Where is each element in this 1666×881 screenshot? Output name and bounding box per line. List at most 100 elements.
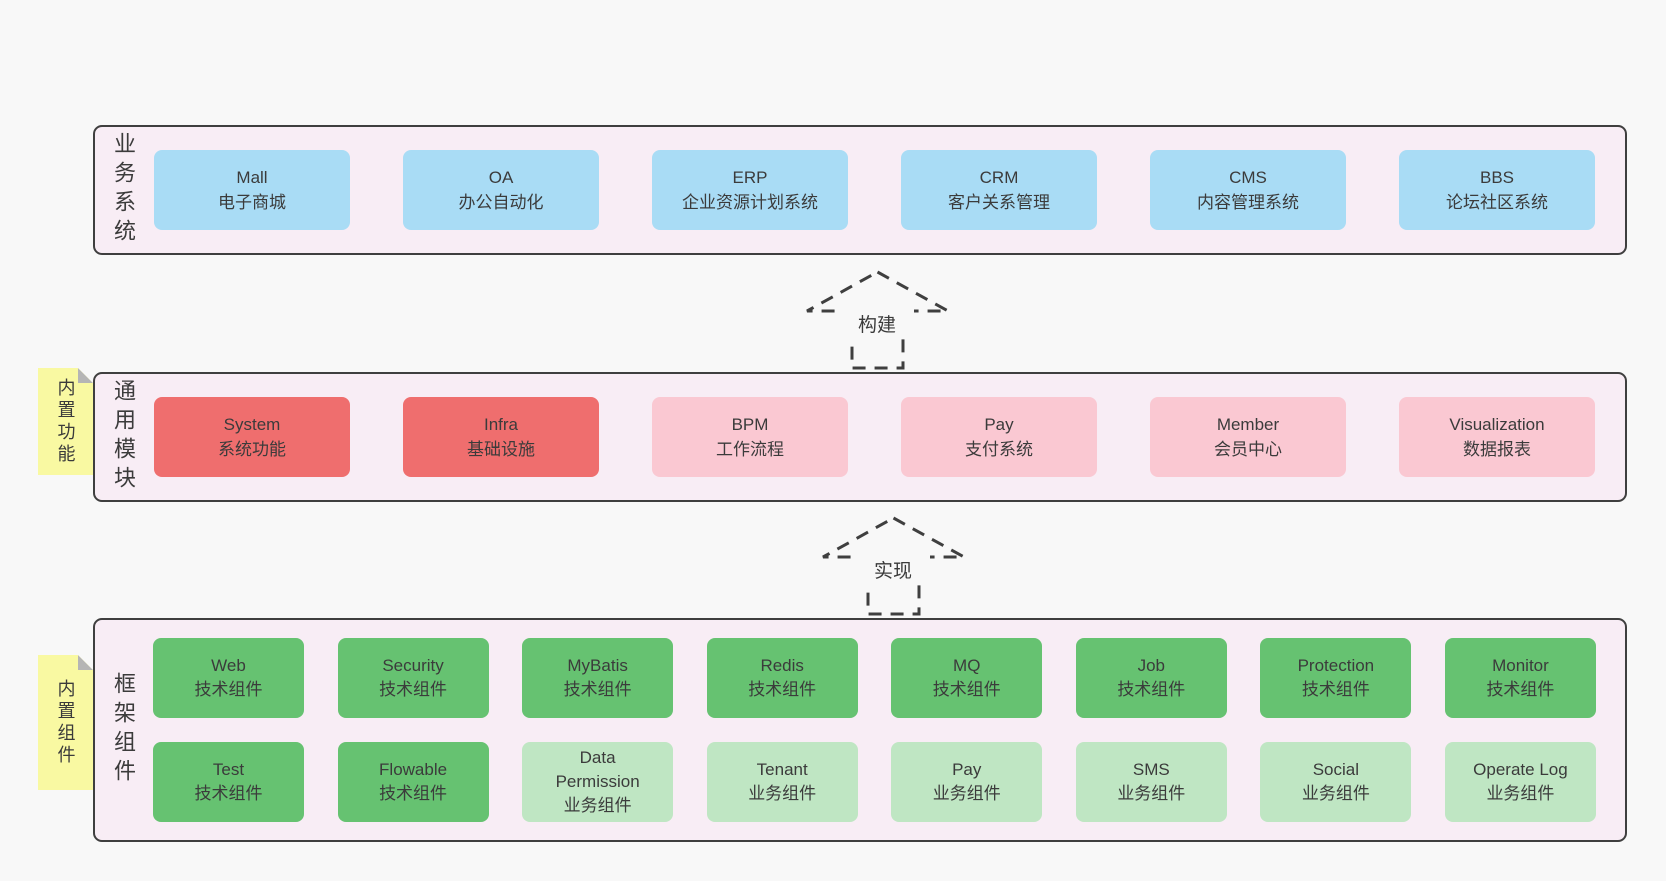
box-subtitle: 技术组件 [194, 680, 263, 699]
box-title: Visualization [1449, 415, 1545, 434]
box-title: Infra [483, 415, 519, 434]
sticky-label: 内置组件 [55, 678, 76, 767]
box-subtitle: 客户关系管理 [948, 193, 1050, 212]
band-label-text: 通用模块 [111, 379, 136, 495]
box-subtitle: 技术组件 [194, 784, 263, 803]
box-title: SMS [1132, 760, 1170, 779]
box-sms: SMS 业务组件 [1075, 742, 1227, 822]
box-title: BBS [1479, 168, 1515, 187]
box-subtitle: 数据报表 [1463, 440, 1531, 459]
box-subtitle: 系统功能 [218, 440, 286, 459]
box-title: Security [382, 656, 444, 675]
build-arrow-icon [800, 266, 955, 370]
box-subtitle: 业务组件 [563, 796, 632, 815]
sticky-note-builtin-features: 内置功能 [38, 368, 93, 475]
box-title: Tenant [756, 760, 808, 779]
box-subtitle: 内容管理系统 [1197, 193, 1299, 212]
box-subtitle: 业务组件 [748, 784, 817, 803]
box-subtitle: 技术组件 [379, 680, 448, 699]
box-subtitle: 技术组件 [1486, 680, 1555, 699]
box-subtitle: 办公自动化 [458, 193, 544, 212]
build-arrow-label: 构建 [840, 308, 914, 338]
box-subtitle: 技术组件 [748, 680, 817, 699]
box-title: Pay [984, 415, 1014, 434]
box-infra: Infra 基础设施 [403, 397, 599, 477]
box-subtitle: 业务组件 [1486, 784, 1555, 803]
box-title: Test [212, 760, 245, 779]
box-pay: Pay 支付系统 [901, 397, 1097, 477]
band-label-text: 框架组件 [111, 672, 136, 788]
box-subtitle: 支付系统 [965, 440, 1033, 459]
box-subtitle: 业务组件 [1301, 784, 1370, 803]
box-title: OA [488, 168, 514, 187]
box-security: Security 技术组件 [337, 638, 489, 718]
box-member: Member 会员中心 [1150, 397, 1346, 477]
box-subtitle: 工作流程 [716, 440, 784, 459]
band-label-business-systems: 业务系统 [95, 127, 151, 253]
box-protection: Protection 技术组件 [1260, 638, 1412, 718]
sticky-note-builtin-components: 内置组件 [38, 655, 93, 790]
box-title: BPM [731, 415, 769, 434]
box-title: Data Permission [555, 748, 640, 791]
box-mq: MQ 技术组件 [891, 638, 1043, 718]
box-tenant: Tenant 业务组件 [706, 742, 858, 822]
box-title: Flowable [379, 760, 448, 779]
box-title: Pay [952, 760, 982, 779]
box-bpm: BPM 工作流程 [652, 397, 848, 477]
box-subtitle: 业务组件 [1117, 784, 1186, 803]
box-subtitle: 电子商城 [218, 193, 286, 212]
box-title: Job [1137, 656, 1166, 675]
implement-arrow-label: 实现 [856, 554, 930, 584]
box-title: Mall [236, 168, 268, 187]
box-redis: Redis 技术组件 [706, 638, 858, 718]
box-subtitle: 技术组件 [1301, 680, 1370, 699]
sticky-fold-icon [78, 655, 93, 670]
box-oa: OA 办公自动化 [403, 150, 599, 230]
box-subtitle: 基础设施 [467, 440, 535, 459]
box-test: Test 技术组件 [153, 742, 304, 822]
sticky-label: 内置功能 [55, 377, 76, 466]
box-flowable: Flowable 技术组件 [337, 742, 489, 822]
box-cms: CMS 内容管理系统 [1150, 150, 1346, 230]
box-subtitle: 技术组件 [563, 680, 632, 699]
box-title: ERP [732, 168, 768, 187]
box-data-permission: Data Permission 业务组件 [522, 742, 674, 822]
box-title: Web [211, 656, 246, 675]
box-monitor: Monitor 技术组件 [1444, 638, 1596, 718]
box-title: CMS [1229, 168, 1267, 187]
box-title: Member [1216, 415, 1280, 434]
box-title: Monitor [1492, 656, 1549, 675]
box-subtitle: 业务组件 [932, 784, 1001, 803]
band-label-framework-components: 框架组件 [95, 620, 151, 840]
box-pay: Pay 业务组件 [891, 742, 1043, 822]
box-title: Social [1312, 760, 1360, 779]
box-title: MQ [953, 656, 981, 675]
box-subtitle: 论坛社区系统 [1446, 193, 1548, 212]
box-subtitle: 会员中心 [1214, 440, 1282, 459]
box-social: Social 业务组件 [1260, 742, 1412, 822]
box-subtitle: 技术组件 [1117, 680, 1186, 699]
implement-arrow-icon [816, 512, 971, 616]
box-subtitle: 技术组件 [932, 680, 1001, 699]
box-job: Job 技术组件 [1075, 638, 1227, 718]
box-mall: Mall 电子商城 [154, 150, 350, 230]
box-web: Web 技术组件 [153, 638, 304, 718]
box-title: Protection [1297, 656, 1375, 675]
box-subtitle: 技术组件 [379, 784, 448, 803]
band-label-common-modules: 通用模块 [95, 374, 151, 500]
box-title: Redis [760, 656, 804, 675]
box-title: CRM [979, 168, 1019, 187]
